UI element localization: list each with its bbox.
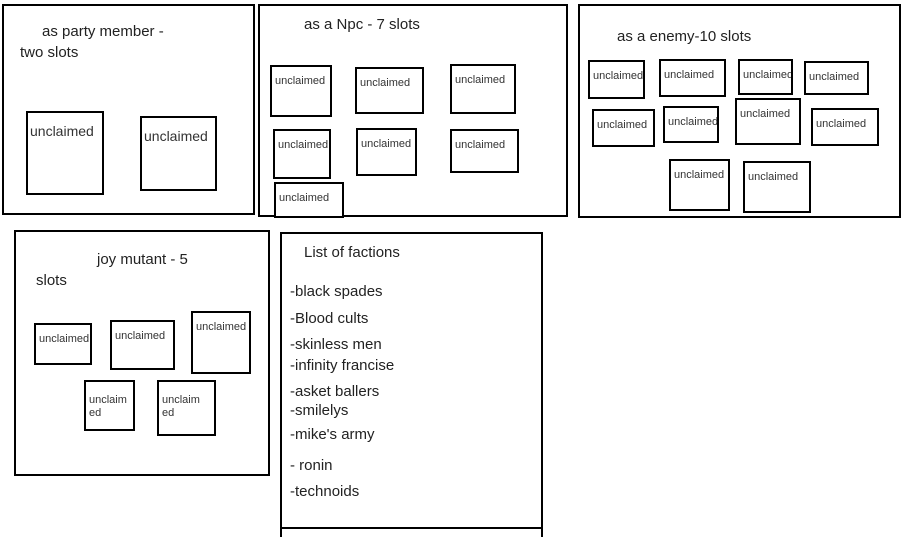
- faction-item: -infinity francise: [290, 357, 395, 374]
- factions-panel: List of factions -black spades -Blood cu…: [280, 232, 543, 537]
- enemy-panel: as a enemy-10 slots unclaimed unclaimed …: [578, 4, 901, 218]
- enemy-slot-7[interactable]: unclaimed: [735, 98, 801, 145]
- party-slot-2[interactable]: unclaimed: [140, 116, 217, 191]
- npc-title: as a Npc - 7 slots: [304, 16, 420, 33]
- party-member-panel: as party member - two slots unclaimed un…: [2, 4, 255, 215]
- faction-item: -black spades: [290, 283, 383, 300]
- party-title-line2: two slots: [20, 44, 79, 61]
- faction-item: - ronin: [290, 457, 333, 474]
- enemy-slot-10[interactable]: unclaimed: [743, 161, 811, 213]
- joy-slot-4[interactable]: unclaim ed: [84, 380, 135, 431]
- joy-slot-2[interactable]: unclaimed: [110, 320, 175, 370]
- enemy-title: as a enemy-10 slots: [617, 28, 752, 45]
- npc-slot-4[interactable]: unclaimed: [273, 129, 331, 179]
- joy-slot-4-text-line1: unclaim: [89, 394, 127, 406]
- npc-panel: as a Npc - 7 slots unclaimed unclaimed u…: [258, 4, 568, 218]
- joy-slot-3[interactable]: unclaimed: [191, 311, 251, 374]
- joy-slot-5-text-line1: unclaim: [162, 394, 200, 406]
- joy-slot-4-text-line2: ed: [89, 407, 102, 419]
- joy-mutant-panel: joy mutant - 5 slots unclaimed unclaimed…: [14, 230, 270, 476]
- joy-slot-5[interactable]: unclaim ed: [157, 380, 216, 436]
- factions-title: List of factions: [304, 244, 400, 261]
- npc-slot-1[interactable]: unclaimed: [270, 65, 332, 117]
- npc-slot-3[interactable]: unclaimed: [450, 64, 516, 114]
- npc-slot-5[interactable]: unclaimed: [356, 128, 417, 176]
- npc-slot-2[interactable]: unclaimed: [355, 67, 424, 114]
- enemy-slot-8[interactable]: unclaimed: [811, 108, 879, 146]
- enemy-slot-9[interactable]: unclaimed: [669, 159, 730, 211]
- npc-slot-7[interactable]: unclaimed: [274, 182, 344, 218]
- joy-slot-1[interactable]: unclaimed: [34, 323, 92, 365]
- enemy-slot-5[interactable]: unclaimed: [592, 109, 655, 147]
- faction-item: -smilelys: [290, 402, 349, 419]
- faction-item: -mike's army: [290, 426, 375, 443]
- party-title-line1: as party member -: [42, 23, 164, 40]
- joy-title-line2: slots: [36, 272, 67, 289]
- factions-bottom-line: [282, 527, 543, 529]
- joy-title-line1: joy mutant - 5: [97, 251, 188, 268]
- faction-item: -technoids: [290, 483, 360, 500]
- faction-item: -skinless men: [290, 336, 382, 353]
- npc-slot-6[interactable]: unclaimed: [450, 129, 519, 173]
- joy-slot-5-text-line2: ed: [162, 407, 175, 419]
- faction-item: -Blood cults: [290, 310, 369, 327]
- party-slot-1[interactable]: unclaimed: [26, 111, 104, 195]
- enemy-slot-1[interactable]: unclaimed: [588, 60, 645, 99]
- enemy-slot-6[interactable]: unclaimed: [663, 106, 719, 143]
- faction-item: -asket ballers: [290, 383, 380, 400]
- enemy-slot-4[interactable]: unclaimed: [804, 61, 869, 95]
- enemy-slot-3[interactable]: unclaimed: [738, 59, 793, 95]
- enemy-slot-2[interactable]: unclaimed: [659, 59, 726, 97]
